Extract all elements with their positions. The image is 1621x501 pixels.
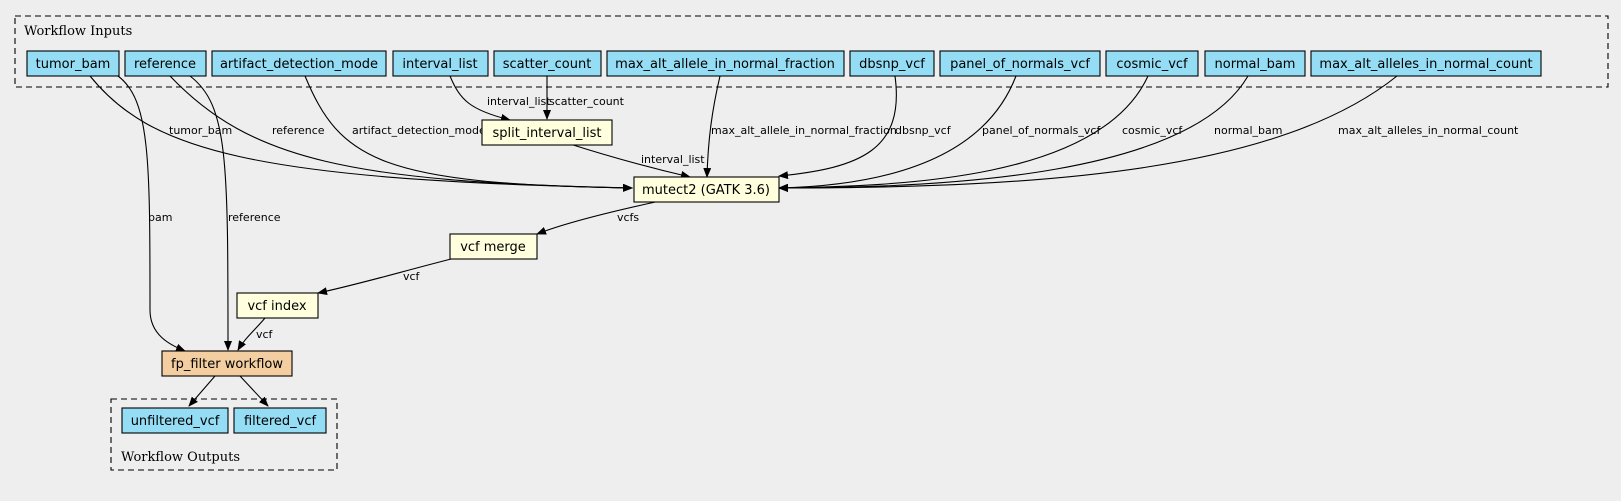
node-label: max_alt_allele_in_normal_fraction bbox=[615, 57, 835, 72]
edge-dbsnp-mutect bbox=[778, 75, 897, 180]
node-vcf-index[interactable]: vcf index bbox=[236, 292, 319, 319]
node-label: normal_bam bbox=[1215, 57, 1296, 72]
edge-artifact-mutect bbox=[304, 75, 633, 192]
edge-label-vcfs: vcfs bbox=[617, 211, 639, 224]
node-fp-filter-workflow[interactable]: fp_filter workflow bbox=[161, 350, 293, 377]
edge-mutect-merge bbox=[536, 200, 661, 235]
edge-label-split-mutect: interval_list bbox=[641, 153, 705, 166]
edge-fp-filtered bbox=[239, 375, 269, 407]
edge-label-artifact: artifact_detection_mode bbox=[352, 124, 486, 137]
edge-label-maxcount: max_alt_alleles_in_normal_count bbox=[1338, 124, 1519, 137]
node-normal-bam[interactable]: normal_bam bbox=[1204, 50, 1306, 77]
edge-label-reference-fp: reference bbox=[228, 211, 281, 224]
edge-label-interval-split: interval_list bbox=[487, 95, 551, 108]
node-label: fp_filter workflow bbox=[171, 357, 283, 372]
node-label: filtered_vcf bbox=[244, 414, 317, 429]
edge-maxcount-mutect bbox=[778, 75, 1398, 192]
node-label: dbsnp_vcf bbox=[859, 57, 925, 72]
edge-label-reference: reference bbox=[272, 124, 325, 137]
node-label: artifact_detection_mode bbox=[220, 57, 378, 72]
edge-index-fp bbox=[237, 317, 266, 351]
node-label: reference bbox=[134, 57, 196, 72]
edge-label-dbsnp: dbsnp_vcf bbox=[895, 124, 952, 137]
node-reference[interactable]: reference bbox=[124, 50, 207, 77]
edge-label-normal: normal_bam bbox=[1214, 124, 1282, 137]
output-nodes: unfiltered_vcf filtered_vcf bbox=[121, 407, 327, 434]
edge-label-bam: bam bbox=[148, 211, 172, 224]
edge-labels: tumor_bam reference artifact_detection_m… bbox=[148, 95, 1519, 341]
node-scatter-count[interactable]: scatter_count bbox=[493, 50, 602, 77]
node-label: unfiltered_vcf bbox=[131, 414, 220, 429]
node-mutect2[interactable]: mutect2 (GATK 3.6) bbox=[633, 176, 780, 203]
node-label: interval_list bbox=[402, 57, 477, 72]
node-max-alt-alleles-in-normal-count[interactable]: max_alt_alleles_in_normal_count bbox=[1310, 50, 1542, 77]
edge-interval-split bbox=[449, 75, 511, 122]
input-nodes: tumor_bam reference artifact_detection_m… bbox=[26, 50, 1542, 77]
node-label: tumor_bam bbox=[36, 57, 111, 72]
node-label: vcf merge bbox=[460, 240, 526, 255]
node-dbsnp-vcf[interactable]: dbsnp_vcf bbox=[849, 50, 935, 77]
workflow-outputs-label: Workflow Outputs bbox=[121, 450, 240, 465]
edge-label-maxfrac: max_alt_allele_in_normal_fraction bbox=[711, 124, 897, 137]
node-panel-of-normals-vcf[interactable]: panel_of_normals_vcf bbox=[939, 50, 1101, 77]
node-label: scatter_count bbox=[503, 57, 592, 72]
edge-label-cosmic: cosmic_vcf bbox=[1122, 124, 1183, 137]
node-vcf-merge[interactable]: vcf merge bbox=[449, 233, 538, 260]
edges bbox=[89, 75, 1398, 407]
edge-label-pon: panel_of_normals_vcf bbox=[982, 124, 1101, 137]
node-unfiltered-vcf[interactable]: unfiltered_vcf bbox=[121, 407, 229, 434]
edge-fp-unfiltered bbox=[188, 375, 216, 407]
workflow-outputs-cluster: Workflow Outputs bbox=[110, 398, 338, 471]
node-label: vcf index bbox=[247, 299, 306, 314]
node-label: cosmic_vcf bbox=[1116, 57, 1188, 72]
edge-pon-mutect bbox=[778, 75, 1017, 192]
node-artifact-detection-mode[interactable]: artifact_detection_mode bbox=[211, 50, 387, 77]
node-label: max_alt_alleles_in_normal_count bbox=[1319, 57, 1532, 72]
node-max-alt-allele-in-normal-fraction[interactable]: max_alt_allele_in_normal_fraction bbox=[606, 50, 845, 77]
edge-maxfrac-mutect bbox=[703, 75, 721, 178]
workflow-inputs-label: Workflow Inputs bbox=[24, 24, 132, 39]
node-interval-list[interactable]: interval_list bbox=[392, 50, 489, 77]
edge-label-tumor-bam: tumor_bam bbox=[169, 124, 232, 137]
edge-cosmic-mutect bbox=[778, 75, 1149, 192]
node-tumor-bam[interactable]: tumor_bam bbox=[26, 50, 120, 77]
node-label: mutect2 (GATK 3.6) bbox=[642, 183, 770, 198]
edge-label-scatter: scatter_count bbox=[549, 95, 625, 108]
node-cosmic-vcf[interactable]: cosmic_vcf bbox=[1105, 50, 1199, 77]
edge-bam-fp bbox=[117, 75, 186, 352]
edge-label-merge-index: vcf bbox=[403, 270, 421, 283]
node-label: panel_of_normals_vcf bbox=[950, 57, 1090, 72]
edge-split-mutect bbox=[569, 143, 691, 179]
node-split-interval-list[interactable]: split_interval_list bbox=[481, 119, 613, 146]
node-filtered-vcf[interactable]: filtered_vcf bbox=[233, 407, 327, 434]
edge-merge-index bbox=[317, 257, 456, 296]
node-label: split_interval_list bbox=[492, 126, 601, 141]
edge-reference-fp bbox=[189, 75, 232, 351]
edge-tumor-bam-mutect bbox=[89, 75, 633, 192]
workflow-inputs-cluster: Workflow Inputs bbox=[14, 15, 1609, 88]
step-nodes: split_interval_list mutect2 (GATK 3.6) v… bbox=[161, 119, 780, 377]
edge-label-index-fp: vcf bbox=[256, 328, 274, 341]
